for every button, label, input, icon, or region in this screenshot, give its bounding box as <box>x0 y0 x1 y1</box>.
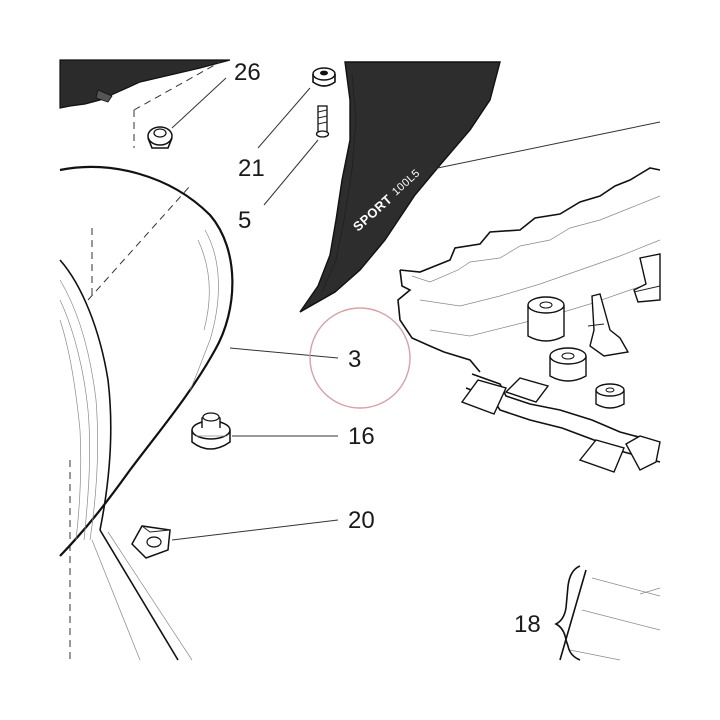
leader-mudflap-top-right <box>427 121 661 171</box>
callout-5: 5 <box>238 207 251 234</box>
underbody-panel <box>397 167 661 473</box>
brace-18 <box>554 565 581 661</box>
leader-20 <box>171 519 339 541</box>
callout-18: 18 <box>514 611 541 638</box>
callout-20: 20 <box>348 507 375 534</box>
leader-5 <box>263 139 319 206</box>
callout-26: 26 <box>234 59 261 86</box>
body-panel-top-left <box>59 59 231 109</box>
underbody-bosses <box>527 253 661 409</box>
callout-21: 21 <box>238 155 265 182</box>
part-16-bump-stop <box>191 412 231 450</box>
leader-21 <box>257 87 311 149</box>
callout-16: 16 <box>348 423 375 450</box>
wheel-arch <box>59 165 234 661</box>
dashed-boundary-lines <box>69 61 221 660</box>
mudflap: SPORT 100L5 <box>299 61 501 313</box>
part-20-clip-nut <box>131 525 171 559</box>
part-18-panel <box>559 569 661 661</box>
leader-3 <box>229 347 339 359</box>
part-21-washer <box>312 67 336 87</box>
highlight-circle-3 <box>309 307 411 409</box>
leader-26 <box>171 77 227 129</box>
part-5-screw <box>315 105 330 138</box>
callout-3: 3 <box>348 346 361 373</box>
part-26-grommet <box>147 126 173 149</box>
